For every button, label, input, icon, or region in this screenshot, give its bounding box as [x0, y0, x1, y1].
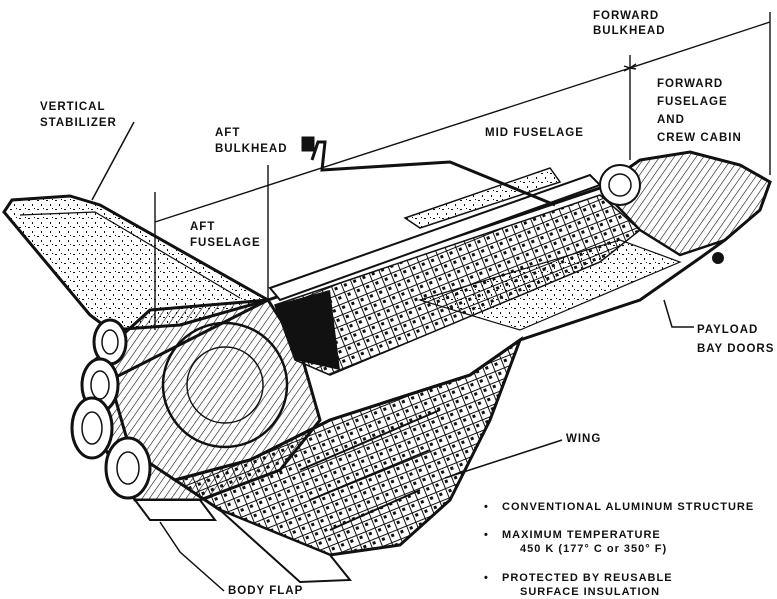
- aft-section-shape: [70, 298, 322, 521]
- label-wing: WING: [566, 433, 602, 445]
- label-body-flap: BODY FLAP: [228, 585, 304, 597]
- label-vertical-stabilizer: VERTICAL STABILIZER: [40, 101, 117, 129]
- label-aft-fuselage: AFT FUSELAGE: [190, 221, 261, 249]
- bullet-icon: •: [484, 572, 489, 584]
- label-forward-fuselage: FORWARD FUSELAGE AND CREW CABIN: [657, 78, 742, 144]
- label-mid-fuselage: MID FUSELAGE: [485, 127, 584, 139]
- label-payload-bay-doors: PAYLOAD BAY DOORS: [697, 324, 775, 355]
- bullet-icon: •: [484, 501, 489, 513]
- label-forward-bulkhead: FORWARD BULKHEAD: [593, 10, 666, 37]
- bullet-icon: •: [484, 529, 489, 541]
- label-aft-bulkhead: AFT BULKHEAD: [215, 127, 288, 155]
- robot-arm-shape: [301, 136, 556, 207]
